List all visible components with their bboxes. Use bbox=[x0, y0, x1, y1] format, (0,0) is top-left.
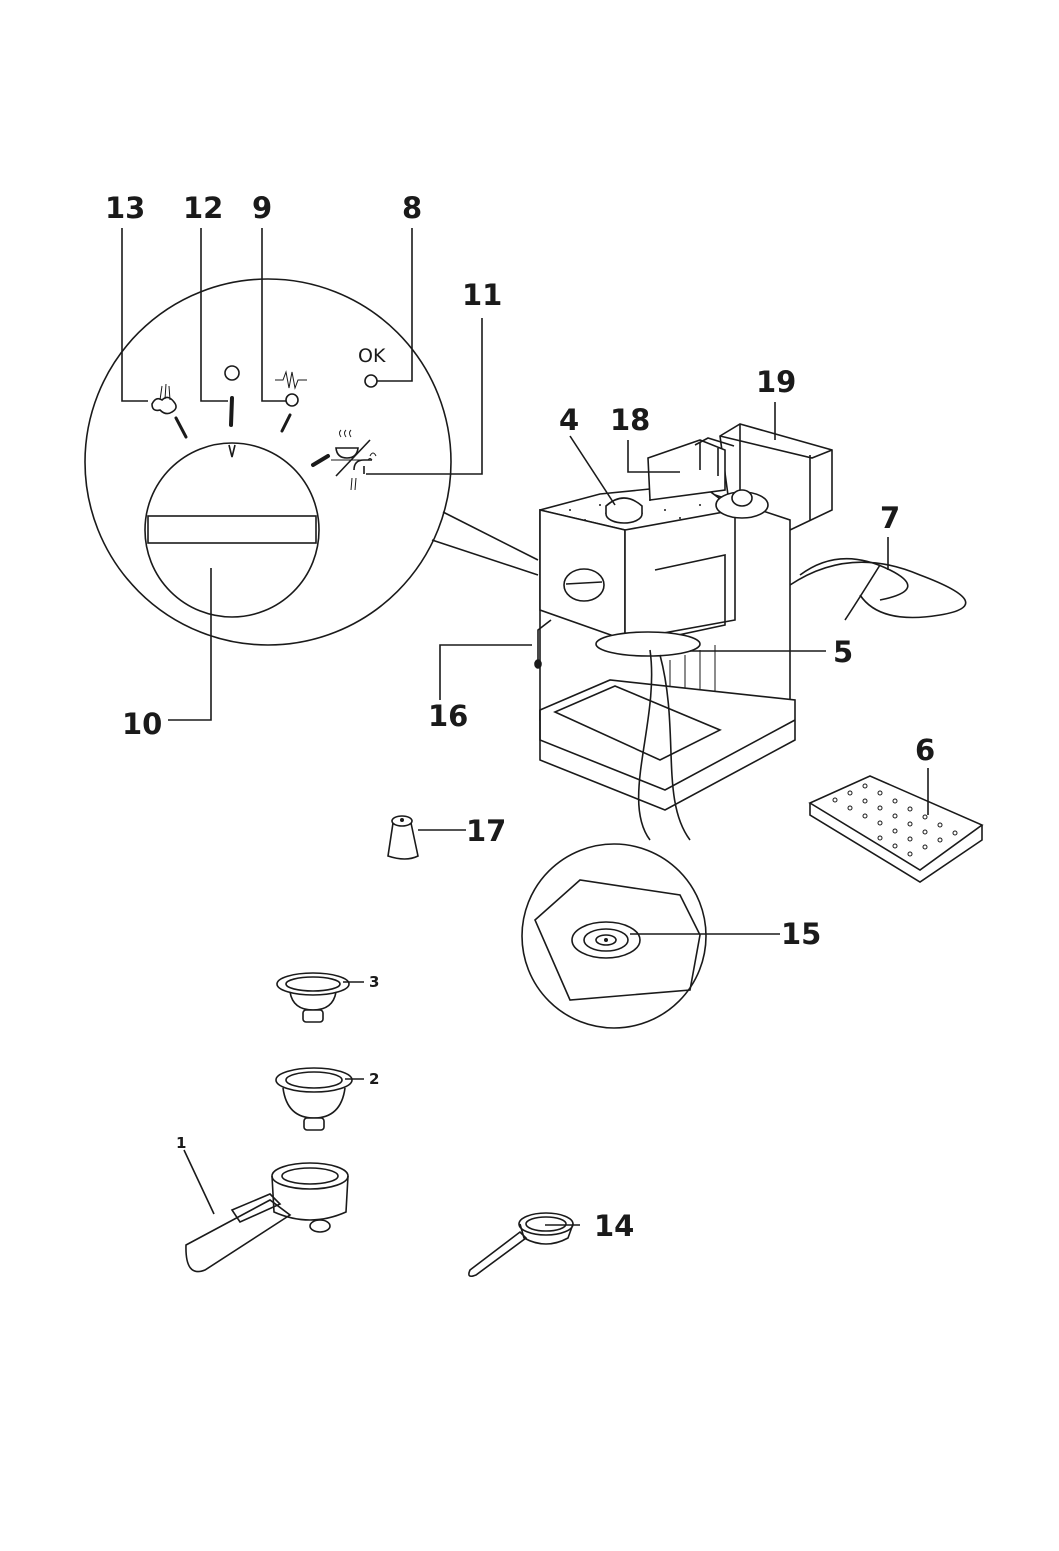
filter-head-magnifier bbox=[522, 844, 706, 1028]
label-10: 10 bbox=[122, 707, 162, 741]
power-cord bbox=[790, 559, 966, 620]
ok-label: OK bbox=[358, 345, 386, 367]
cup-tray bbox=[810, 776, 982, 882]
label-2: 2 bbox=[369, 1070, 379, 1088]
boiler-outlet bbox=[596, 632, 700, 656]
label-15: 15 bbox=[781, 917, 821, 951]
cappuccino-nozzle bbox=[388, 816, 418, 859]
label-5: 5 bbox=[833, 635, 853, 669]
control-panel-magnifier: OK bbox=[85, 279, 538, 645]
label-14: 14 bbox=[594, 1209, 634, 1243]
two-cup-filter bbox=[276, 1068, 352, 1130]
label-1: 1 bbox=[176, 1134, 186, 1152]
label-17: 17 bbox=[466, 814, 506, 848]
label-16: 16 bbox=[428, 699, 468, 733]
filter-holder bbox=[186, 1163, 348, 1272]
leader-16 bbox=[440, 645, 532, 700]
label-9: 9 bbox=[252, 191, 272, 225]
machine-selector-knob bbox=[564, 569, 604, 601]
label-12: 12 bbox=[183, 191, 223, 225]
leader-1 bbox=[184, 1150, 214, 1214]
label-3: 3 bbox=[369, 973, 379, 991]
label-6: 6 bbox=[915, 733, 935, 767]
label-8: 8 bbox=[402, 191, 422, 225]
label-11: 11 bbox=[462, 278, 502, 312]
label-4: 4 bbox=[559, 403, 579, 437]
off-position-mark bbox=[231, 398, 232, 425]
measuring-scoop bbox=[469, 1213, 573, 1276]
label-13: 13 bbox=[105, 191, 145, 225]
label-7: 7 bbox=[880, 501, 900, 535]
boiler-cap bbox=[606, 498, 642, 523]
label-19: 19 bbox=[756, 365, 796, 399]
label-18: 18 bbox=[610, 403, 650, 437]
leader-4 bbox=[570, 436, 615, 505]
one-cup-filter bbox=[277, 973, 349, 1022]
